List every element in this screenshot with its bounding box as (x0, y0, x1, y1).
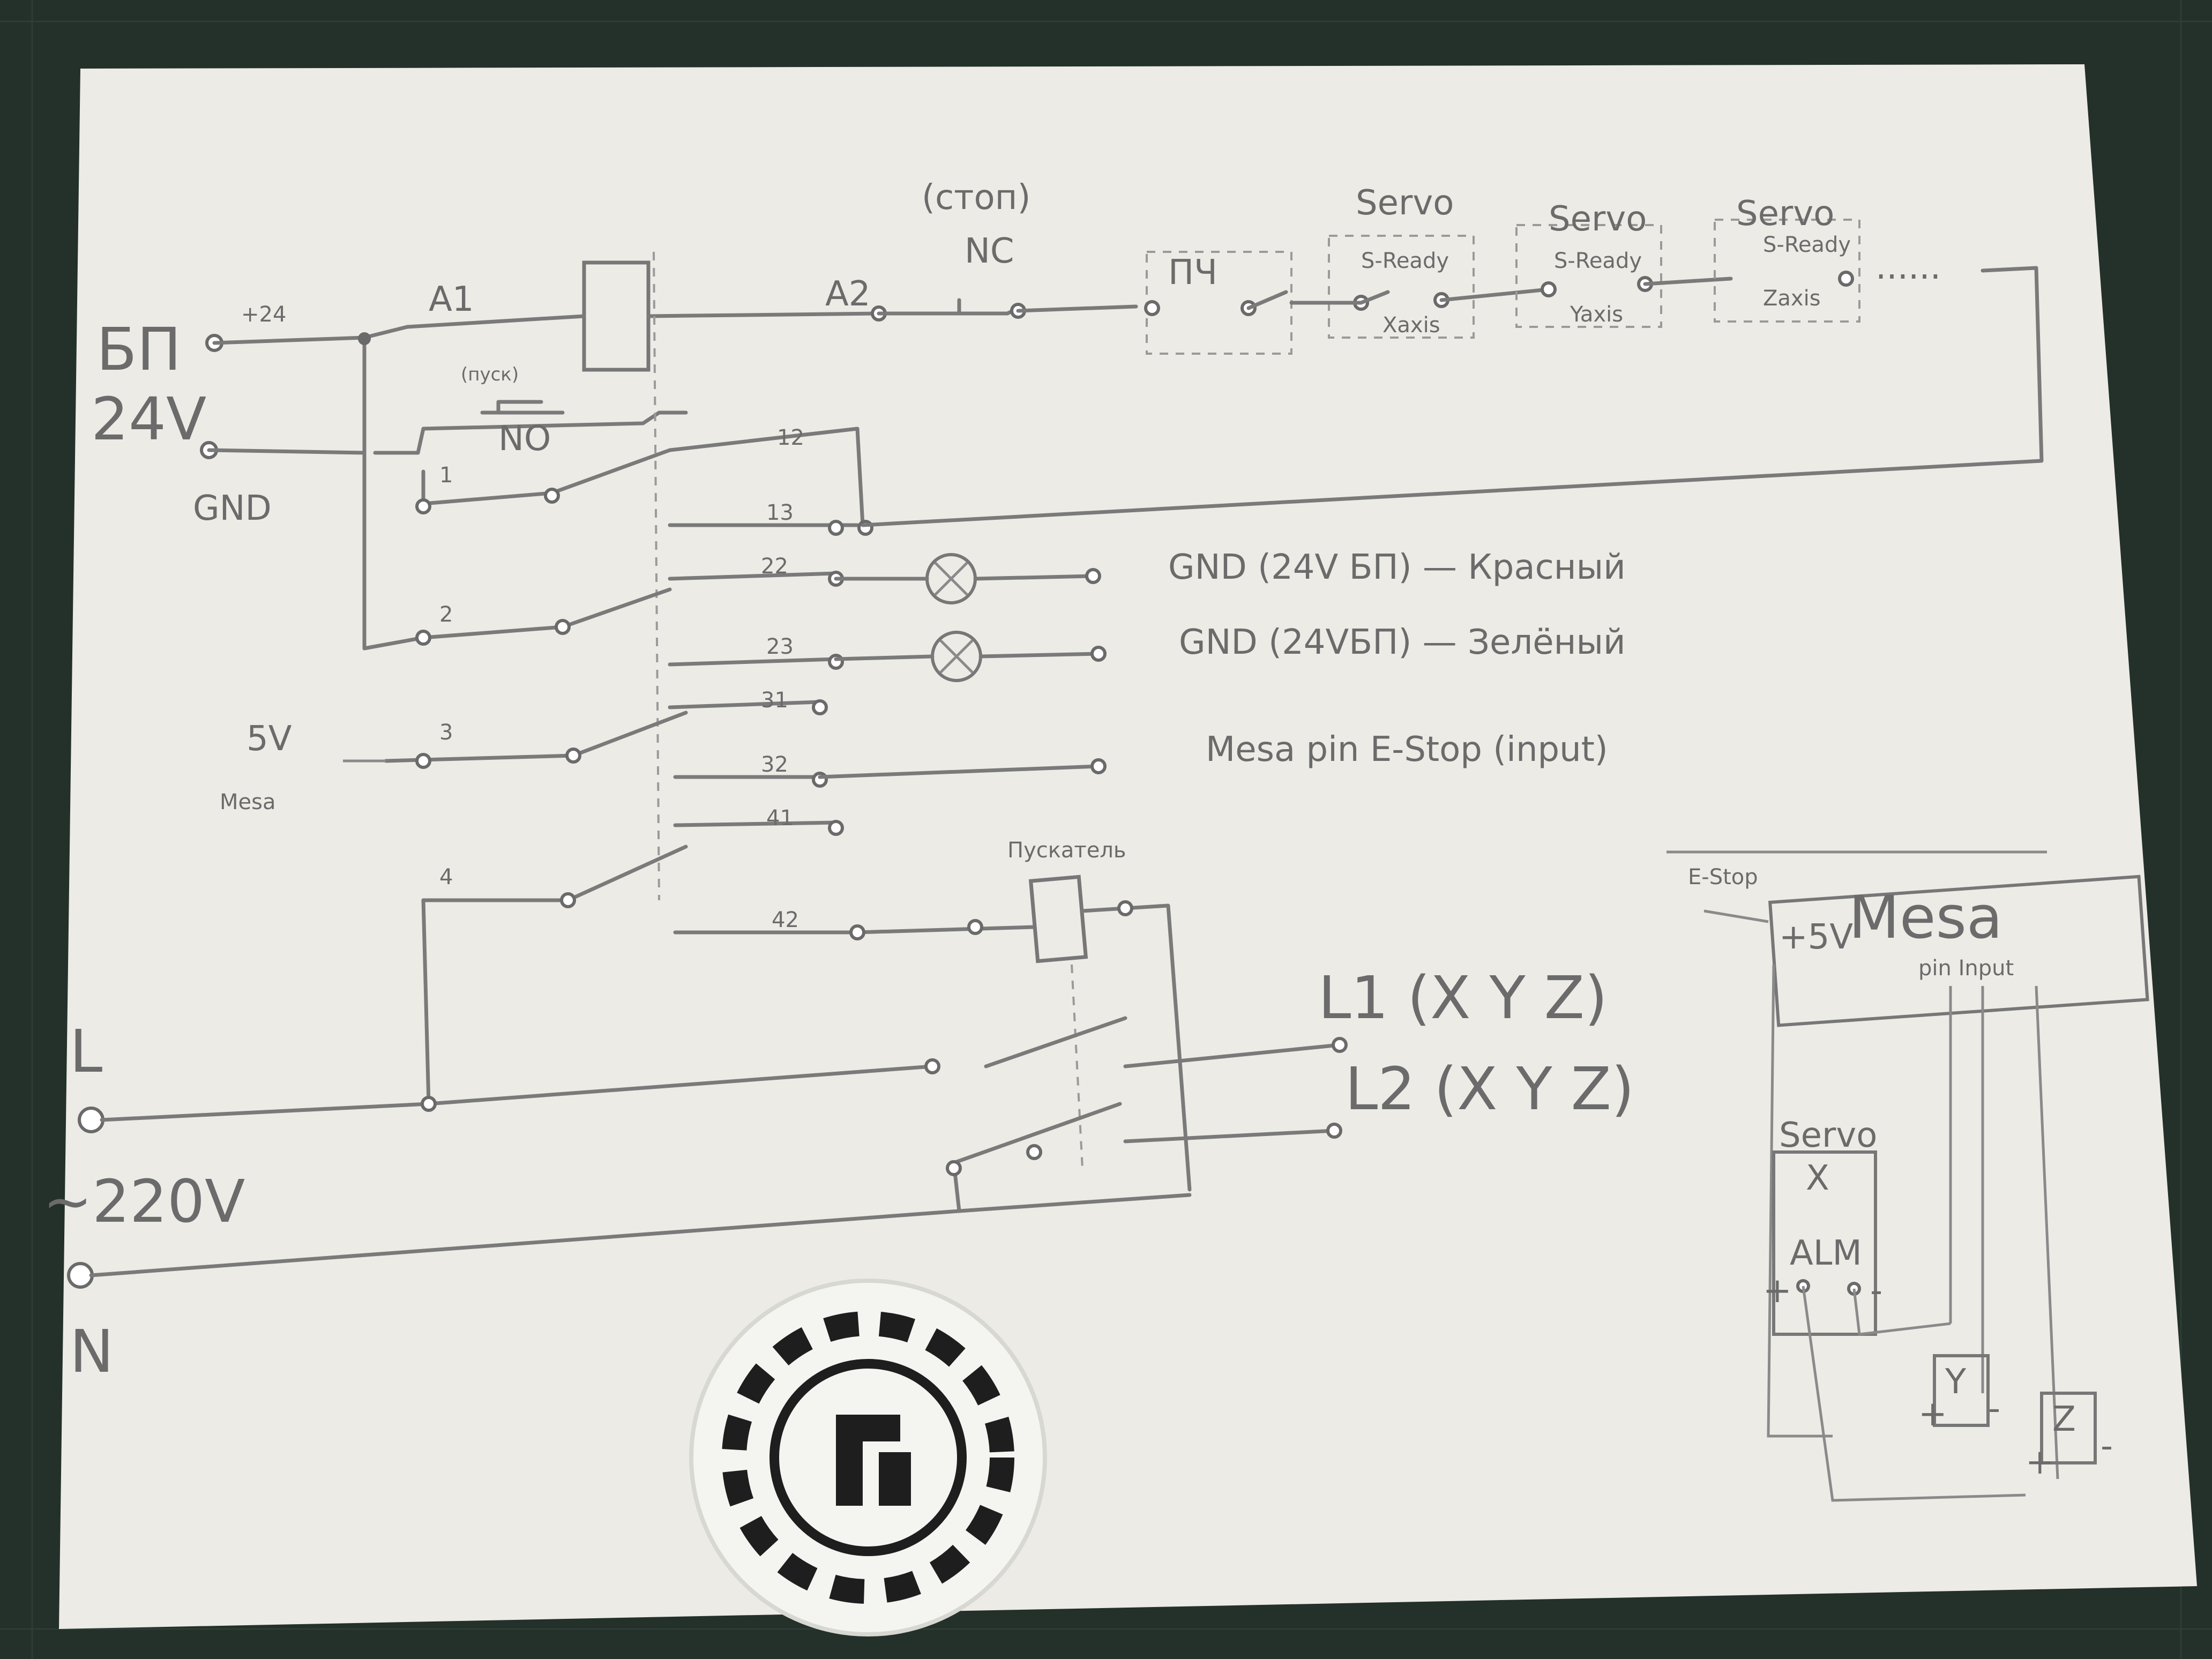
inset-pin-input: pin Input (1918, 956, 2014, 981)
power-supply: БП 24V +24 GND (91, 302, 286, 528)
start-button: (пуск) NO (461, 364, 565, 459)
mesa-inset: E-Stop Mesa +5V pin Input Servo X ALM + … (1667, 850, 2149, 1502)
mains-voltage: ~220V (43, 1167, 245, 1236)
contact-3-no: 32 (761, 752, 788, 777)
start-caption: (пуск) (461, 364, 519, 385)
inset-estop: E-Stop (1688, 865, 1758, 890)
output-estop: Mesa pin E-Stop (input) (1206, 730, 1608, 769)
contact-1-no: 13 (766, 500, 794, 525)
inset-servo-z: Z (2052, 1400, 2076, 1439)
contact-4-no: 42 (772, 908, 799, 932)
servo-x-signal: S-Ready (1361, 249, 1449, 273)
contact-numbers: 1 12 13 2 22 23 3 31 32 4 41 42 (439, 425, 804, 932)
stop-type: NC (965, 231, 1014, 271)
servo-x-inset-box (1772, 1150, 1877, 1336)
chain-continuation: ...... (1875, 248, 1941, 287)
inset-servo-x: X (1806, 1159, 1829, 1198)
servo-x-axis: Xaxis (1382, 313, 1440, 338)
inset-z-minus: - (2101, 1426, 2113, 1466)
inset-x-plus: + (1763, 1271, 1792, 1311)
contactor-coil (1028, 875, 1088, 963)
contact-1-common: 1 (439, 463, 453, 488)
mains-n: N (70, 1317, 114, 1386)
stop-button: (стоп) NC (922, 178, 1030, 271)
relay-a2: A2 (825, 274, 871, 314)
contact-2-nc: 22 (761, 554, 788, 579)
psu-label-bp: БП (96, 315, 181, 384)
stop-caption: (стоп) (922, 178, 1030, 218)
servo-x-title: Servo (1356, 183, 1454, 223)
inset-z-plus: + (2026, 1443, 2054, 1482)
contactor: Пускатель (952, 838, 1342, 1192)
contact-4-common: 4 (439, 865, 453, 890)
inset-y-plus: + (1918, 1394, 1947, 1434)
psu-gnd: GND (193, 489, 272, 528)
output-green: GND (24VБП) — Зелёный (1179, 623, 1626, 662)
servo-z-signal: S-Ready (1763, 233, 1851, 257)
loads: L1 (X Y Z) L2 (X Y Z) (1318, 963, 1634, 1139)
load-l1: L1 (X Y Z) (1318, 963, 1608, 1032)
mesa-5v-source: Mesa (220, 790, 275, 814)
servo-y-box (1515, 224, 1662, 328)
servo-y-title: Servo (1549, 199, 1647, 239)
output-red: GND (24V БП) — Красный (1168, 548, 1626, 587)
servo-y-inset-box (1933, 1354, 1990, 1427)
servo-y-axis: Yaxis (1570, 302, 1623, 327)
servo-z-title: Servo (1736, 194, 1834, 234)
psu-plus24: +24 (241, 302, 286, 327)
contact-3-nc: 31 (761, 688, 788, 713)
relay-a1: A1 (429, 280, 474, 319)
inset-servo-title: Servo (1779, 1116, 1877, 1155)
servo-z-inset-box (2040, 1392, 2097, 1464)
psu-label-24v: 24V (91, 385, 206, 453)
inset-alm: ALM (1790, 1234, 1862, 1273)
mains-l: L (70, 1017, 102, 1086)
contactor-label: Пускатель (1007, 838, 1126, 863)
vfd-label: ПЧ (1168, 253, 1217, 293)
mesa-5v-voltage: 5V (246, 719, 292, 759)
contact-2-no: 23 (766, 634, 794, 659)
load-l2: L2 (X Y Z) (1345, 1055, 1634, 1123)
inset-plus5v: +5V (1779, 917, 1853, 957)
relay-labels: A1 A2 (429, 274, 871, 319)
mesa-box (1768, 875, 2149, 1027)
contact-2-common: 2 (439, 602, 453, 627)
mains: L ~220V N (43, 1017, 1192, 1386)
inset-servo-y: Y (1945, 1362, 1967, 1402)
mains-n-terminal (67, 1262, 94, 1289)
servo-z-box (1714, 219, 1860, 323)
contact-3-common: 3 (439, 720, 453, 745)
inset-y-minus: - (1988, 1389, 2000, 1429)
mains-l-terminal (78, 1107, 104, 1133)
contact-4-nc: 41 (766, 806, 794, 831)
inset-mesa: Mesa (1849, 883, 2002, 952)
servo-x-box (1328, 235, 1475, 339)
mesa-5v-input: 5V Mesa (220, 719, 386, 814)
control-wiring (207, 251, 1138, 1106)
inset-x-minus: - (1870, 1271, 1882, 1311)
contact-1-nc: 12 (777, 425, 804, 450)
indicator-outputs: GND (24V БП) — Красный GND (24VБП) — Зел… (818, 548, 1626, 779)
start-type: NO (498, 419, 551, 459)
servo-z-axis: Zaxis (1763, 286, 1821, 311)
paper-sheet (59, 64, 2197, 1629)
drive-chain: ПЧ Servo S-Ready Xaxis Servo S-Ready Yax… (861, 183, 2044, 527)
gear-badge-logo (689, 1279, 1047, 1636)
servo-y-signal: S-Ready (1554, 249, 1642, 273)
